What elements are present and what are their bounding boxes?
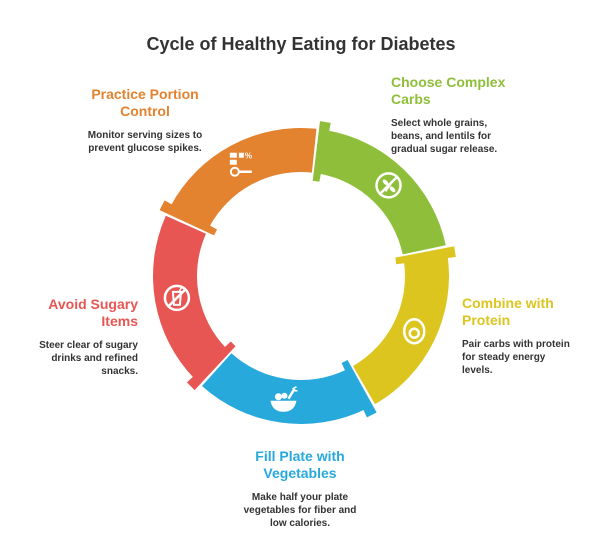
step-avoid-sugary: Avoid Sugary Items Steer clear of sugary… (18, 296, 138, 378)
heading-line: Control (120, 103, 170, 119)
desc-line: vegetables for fiber and (243, 505, 357, 516)
heading-line: Items (101, 313, 138, 329)
step-heading-avoid-sugary: Avoid Sugary Items (18, 296, 138, 330)
desc-line: Steer clear of sugary (39, 340, 138, 351)
step-heading-portion-control: Practice Portion Control (70, 86, 220, 120)
diagram-title: Cycle of Healthy Eating for Diabetes (146, 34, 456, 54)
egg-icon (402, 317, 426, 345)
ring-connector-sugary (186, 341, 236, 391)
step-portion-control: Practice Portion Control Monitor serving… (70, 86, 220, 155)
heading-line: Vegetables (263, 465, 337, 481)
ring-segment-vegetables (201, 353, 366, 424)
step-heading-fill-vegetables: Fill Plate with Vegetables (215, 448, 385, 482)
desc-line: Monitor serving sizes to (87, 130, 203, 141)
desc-line: beans, and lentils for (391, 131, 492, 142)
no-wheat-icon (375, 172, 402, 199)
heading-line: Combine with (462, 295, 554, 311)
heading-line: Carbs (391, 91, 431, 107)
heading-line: Choose Complex (391, 74, 506, 90)
heading-line: Practice Portion (91, 86, 199, 102)
step-desc-portion-control: Monitor serving sizes to prevent glucose… (70, 129, 220, 155)
desc-line: levels. (462, 365, 493, 376)
step-desc-fill-vegetables: Make half your plate vegetables for fibe… (215, 491, 385, 530)
desc-line: snacks. (101, 366, 138, 377)
no-drink-icon (163, 284, 191, 312)
desc-line: prevent glucose spikes. (88, 143, 202, 154)
ring-connector-protein (395, 246, 456, 265)
desc-line: Pair carbs with protein (462, 339, 570, 350)
step-fill-vegetables: Fill Plate with Vegetables Make half you… (215, 448, 385, 530)
ring-connector-portion (159, 200, 218, 236)
step-desc-avoid-sugary: Steer clear of sugary drinks and refined… (18, 339, 138, 378)
ring-connector-vegetables (341, 359, 377, 418)
heading-line: Avoid Sugary (48, 296, 138, 312)
ring-segment-portion (170, 128, 317, 228)
desc-line: Select whole grains, (391, 118, 488, 129)
step-complex-carbs: Choose Complex Carbs Select whole grains… (391, 74, 531, 156)
step-combine-protein: Combine with Protein Pair carbs with pro… (462, 295, 582, 377)
salad-bowl-icon (270, 386, 298, 412)
ring-connector-complex-carbs (312, 121, 331, 182)
heading-line: Protein (462, 312, 511, 328)
heading-line: Fill Plate with (255, 448, 345, 464)
step-heading-combine-protein: Combine with Protein (462, 295, 582, 329)
desc-line: Make half your plate (251, 492, 349, 503)
ring-segment-protein (353, 255, 449, 405)
step-desc-complex-carbs: Select whole grains, beans, and lentils … (391, 117, 531, 156)
step-desc-combine-protein: Pair carbs with protein for steady energ… (462, 338, 582, 377)
desc-line: gradual sugar release. (391, 144, 498, 155)
svg-text:%: % (245, 152, 252, 161)
desc-line: drinks and refined (51, 353, 138, 364)
desc-line: for steady energy (462, 352, 546, 363)
portion-scale-icon: % (229, 152, 252, 177)
desc-line: low calories. (269, 518, 331, 529)
step-heading-complex-carbs: Choose Complex Carbs (391, 74, 531, 108)
